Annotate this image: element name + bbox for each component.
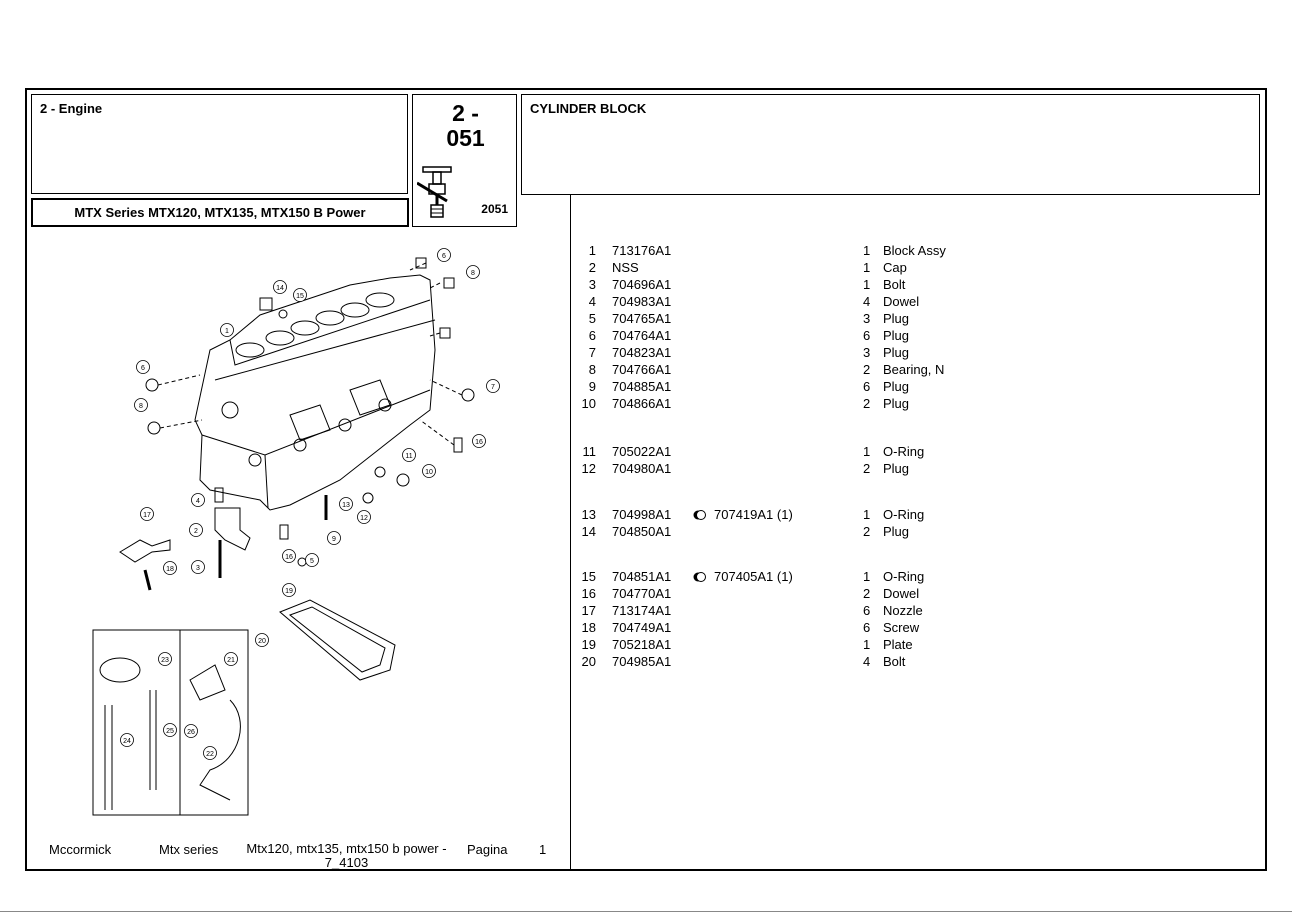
section-label: 2 - Engine [40,101,103,116]
svg-text:22: 22 [206,751,214,758]
substitution-icon [693,569,706,582]
svg-text:5: 5 [310,558,314,565]
footer-series: Mtx series [159,842,219,857]
svg-text:17: 17 [143,512,151,519]
group-code: 2 - 051 [446,100,485,151]
svg-text:20: 20 [258,638,266,645]
footer-model: Mtx120, mtx135, mtx150 b power - 7_4103 [246,841,447,870]
svg-text:16: 16 [285,554,293,561]
svg-text:6: 6 [141,365,145,372]
svg-text:19: 19 [285,588,293,595]
bottom-rule [0,911,1292,912]
svg-text:16: 16 [475,439,483,446]
footer-brand: Mccormick [49,842,112,857]
svg-text:1: 1 [225,328,229,335]
engine-tool-icon [417,166,452,218]
svg-text:14: 14 [276,285,284,292]
svg-text:8: 8 [471,270,475,277]
svg-text:11: 11 [405,453,412,460]
cylinder-block-drawing [194,274,436,511]
svg-text:25: 25 [166,728,174,735]
svg-text:26: 26 [187,729,195,736]
substitution-icon [693,507,706,520]
svg-text:8: 8 [139,403,143,410]
column-divider [570,195,571,870]
svg-text:2: 2 [194,528,198,535]
svg-text:3: 3 [196,565,200,572]
footer-page-label: Pagina [467,842,508,857]
svg-text:9: 9 [332,536,336,543]
page-title: CYLINDER BLOCK [530,101,647,116]
group-id: 2051 [481,202,508,216]
svg-text:7: 7 [491,384,495,391]
svg-text:4: 4 [196,498,200,505]
svg-text:13: 13 [342,502,350,509]
svg-text:15: 15 [296,293,304,300]
svg-text:21: 21 [227,657,235,664]
section-box: 2 - Engine [31,94,408,194]
callout-markers: 1 2 3 4 5 6 6 7 8 8 9 10 11 12 13 14 15 … [120,248,500,760]
svg-text:23: 23 [161,657,169,664]
svg-text:18: 18 [166,566,174,573]
exploded-parts-diagram: 1 2 3 4 5 6 6 7 8 8 9 10 11 12 13 14 15 … [92,248,500,816]
svg-text:6: 6 [442,253,446,260]
title-box: CYLINDER BLOCK [521,94,1260,195]
footer-page-number: 1 [539,842,547,857]
series-banner: MTX Series MTX120, MTX135, MTX150 B Powe… [31,198,409,227]
group-code-box: 2 - 051 2051 [412,94,517,227]
page-frame [25,88,1267,871]
svg-text:10: 10 [425,469,433,476]
svg-text:12: 12 [360,515,368,522]
svg-text:24: 24 [123,738,131,745]
